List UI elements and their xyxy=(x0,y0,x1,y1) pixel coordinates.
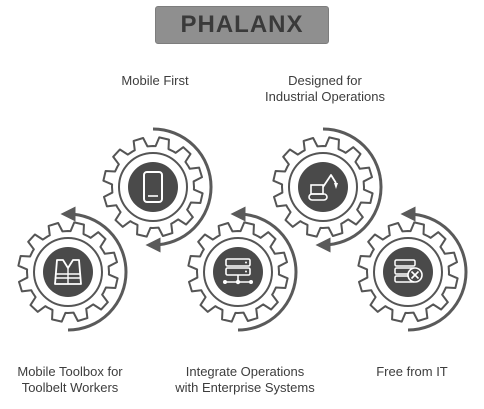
rotation-arrow-icon xyxy=(400,206,468,332)
feature-caption-mobile-toolbox: Mobile Toolbox for Toolbelt Workers xyxy=(0,364,140,396)
server-cancel-icon xyxy=(394,259,423,283)
caption-line: Designed for xyxy=(288,73,362,88)
rotation-arrow-icon xyxy=(60,206,128,332)
brand-title: PHALANX xyxy=(180,11,304,38)
rotation-arrow-icon xyxy=(230,206,298,332)
feature-caption-industrial-operations: Designed for Industrial Operations xyxy=(250,73,400,105)
gear-center-disc xyxy=(128,162,178,212)
gear-mobile-first xyxy=(102,127,213,253)
caption-line: Toolbelt Workers xyxy=(21,380,119,395)
gear-inner-ring xyxy=(288,152,358,222)
gear-industrial xyxy=(272,127,383,253)
caption-line: with Enterprise Systems xyxy=(175,380,315,395)
rotation-arrow-icon xyxy=(145,127,213,253)
gear-inner-ring xyxy=(373,237,443,307)
gear-mobile-toolbox xyxy=(17,206,128,332)
gear-inner-ring xyxy=(118,152,188,222)
excavator-icon xyxy=(308,174,338,201)
brand-banner: PHALANX xyxy=(155,6,329,44)
gear-inner-ring xyxy=(203,237,273,307)
feature-caption-mobile-first: Mobile First xyxy=(85,73,225,89)
rotation-arrow-icon xyxy=(315,127,383,253)
caption-line: Mobile Toolbox for xyxy=(17,364,123,379)
caption-line: Free from IT xyxy=(376,364,448,379)
server-network-icon xyxy=(223,258,253,285)
gear-inner-ring xyxy=(33,237,103,307)
gear-free-from-it xyxy=(357,206,468,332)
caption-line: Mobile First xyxy=(121,73,189,88)
gear-integrate xyxy=(187,206,298,332)
caption-line: Integrate Operations xyxy=(185,364,305,379)
feature-caption-free-from-it: Free from IT xyxy=(352,364,472,380)
mobile-phone-icon xyxy=(143,171,163,203)
safety-vest-icon xyxy=(54,259,82,285)
caption-line: Industrial Operations xyxy=(265,89,385,104)
gear-center-disc xyxy=(213,247,263,297)
feature-caption-integrate-operations: Integrate Operations with Enterprise Sys… xyxy=(170,364,320,396)
